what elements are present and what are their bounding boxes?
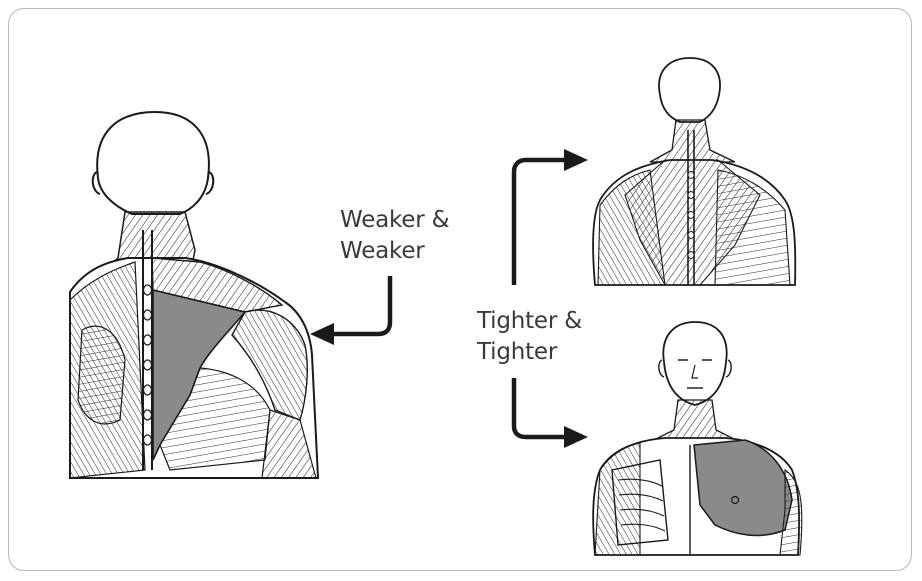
tighter-label-line-2: Tighter [477,337,582,368]
tighter-arrow-up [514,149,588,285]
back-figure-large [70,112,318,478]
tighter-label: Tighter & Tighter [477,306,582,368]
tighter-label-line-1: Tighter & [477,306,582,337]
weaker-label: Weaker & Weaker [340,205,449,267]
weaker-label-line-2: Weaker [340,236,449,267]
tighter-arrow-down [514,378,588,448]
weaker-label-line-1: Weaker & [340,205,449,236]
weaker-arrow [310,276,390,345]
front-figure [593,322,802,555]
back-figure-small [593,58,795,285]
